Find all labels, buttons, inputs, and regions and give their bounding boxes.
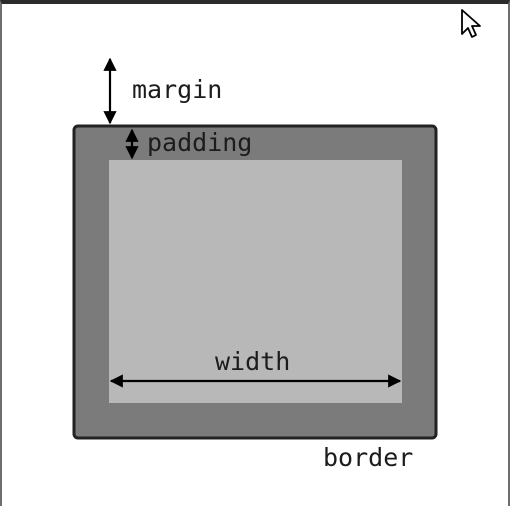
box-model-diagram: margin padding width border bbox=[72, 57, 438, 472]
mouse-pointer-icon bbox=[461, 9, 481, 38]
border-label: border bbox=[323, 443, 413, 472]
content-box bbox=[109, 160, 402, 403]
width-label: width bbox=[215, 347, 290, 376]
padding-label: padding bbox=[147, 128, 252, 157]
margin-label: margin bbox=[132, 75, 222, 104]
